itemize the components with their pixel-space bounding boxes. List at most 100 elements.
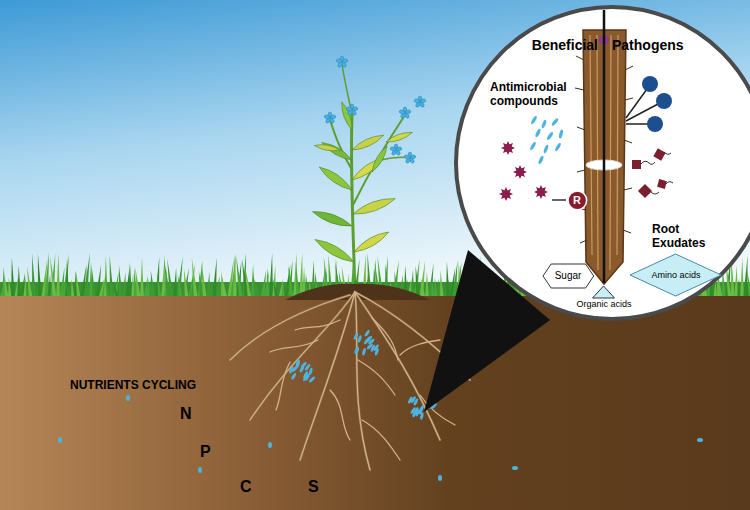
group-heading: Pathogens	[612, 37, 702, 54]
grass	[440, 270, 444, 300]
leaf	[339, 101, 355, 131]
roots	[230, 295, 350, 360]
water-drop	[697, 438, 703, 442]
leaf	[369, 145, 389, 174]
flower	[390, 146, 397, 151]
grass	[92, 266, 96, 300]
root-closeup	[656, 93, 672, 109]
root-closeup	[624, 188, 632, 190]
grass	[32, 253, 36, 300]
flower	[404, 154, 411, 159]
grass	[233, 255, 237, 300]
root-closeup	[498, 138, 518, 158]
grass	[192, 257, 198, 300]
root-closeup	[666, 182, 673, 184]
roots	[276, 362, 290, 410]
exudate-heading: Root Exudates	[652, 222, 724, 251]
root-closeup	[554, 142, 561, 151]
magnifier-art	[456, 7, 750, 319]
flower	[324, 112, 337, 124]
node-text: Sugar	[555, 270, 582, 282]
amino-acid-diamond-outline	[630, 254, 721, 296]
bacteria-cluster	[407, 396, 413, 404]
root-closeup	[632, 148, 667, 198]
bacteria-cluster	[288, 329, 437, 420]
root-closeup	[496, 184, 516, 204]
root-closeup	[510, 162, 530, 182]
plant	[330, 120, 352, 170]
grass	[269, 253, 273, 300]
node-text: Organic acids	[576, 299, 631, 309]
bacteria-cluster	[410, 407, 417, 415]
root-closeup	[496, 138, 551, 204]
root-closeup	[517, 169, 524, 176]
root-closeup	[541, 119, 547, 129]
water-drop	[438, 475, 442, 481]
bacteria-cluster	[353, 332, 359, 340]
flower	[399, 107, 412, 119]
grass	[201, 262, 207, 300]
leaf	[351, 132, 386, 153]
root-closeup	[529, 115, 564, 165]
grass	[425, 271, 429, 300]
roots	[300, 292, 355, 460]
grass	[128, 262, 132, 300]
grass	[747, 269, 750, 300]
bacteria-cluster	[419, 404, 425, 412]
root-closeup	[657, 179, 667, 189]
leaf	[351, 194, 396, 218]
grass	[173, 267, 177, 300]
roots	[372, 318, 398, 360]
node-text: R	[573, 194, 581, 207]
grass	[446, 261, 450, 300]
root-closeup	[505, 145, 512, 152]
root-closeup	[626, 123, 648, 125]
grass	[740, 258, 744, 300]
roots	[300, 292, 355, 460]
bacteria-cluster	[308, 367, 313, 375]
root-closeup	[597, 35, 598, 270]
grass	[236, 256, 243, 300]
leaf	[385, 130, 413, 145]
root-closeup	[551, 117, 559, 126]
leaf	[311, 208, 353, 230]
root-closeup	[626, 89, 647, 118]
bacteria-cluster	[364, 329, 371, 337]
flower	[324, 114, 331, 119]
root-closeup	[632, 160, 641, 169]
water-drop	[126, 395, 130, 401]
grass	[11, 257, 15, 300]
flower	[414, 98, 421, 103]
leaf	[313, 236, 356, 266]
root-closeup	[641, 152, 673, 194]
root-closeup	[529, 141, 536, 150]
node-text: Amino acids	[651, 270, 700, 280]
root-closeup	[576, 56, 584, 60]
roots	[358, 360, 395, 395]
leaf	[311, 101, 413, 266]
bacteria-cluster	[291, 372, 297, 380]
roots	[362, 420, 400, 460]
root-closeup	[546, 131, 554, 140]
compound-label: Antimicrobial compounds	[490, 80, 594, 109]
grass	[119, 265, 123, 300]
root-closeup	[623, 230, 631, 233]
organic-acid-triangle-outline	[593, 286, 615, 298]
water-drop	[58, 437, 62, 443]
root-closeup	[538, 189, 545, 196]
root-closeup	[624, 140, 632, 143]
organic-acid-triangle: Organic acids	[574, 286, 633, 309]
root-closeup	[498, 138, 518, 158]
flower	[324, 56, 427, 164]
flower	[346, 106, 353, 111]
root-closeup	[638, 184, 652, 198]
element-symbol: N	[180, 404, 192, 423]
root-closeup	[510, 162, 530, 182]
grass	[83, 253, 90, 300]
grass	[110, 256, 114, 300]
group-heading: Beneficial	[500, 37, 598, 54]
receptor-circle-outline	[568, 191, 587, 210]
water-drop	[58, 395, 703, 481]
roots	[400, 340, 440, 355]
